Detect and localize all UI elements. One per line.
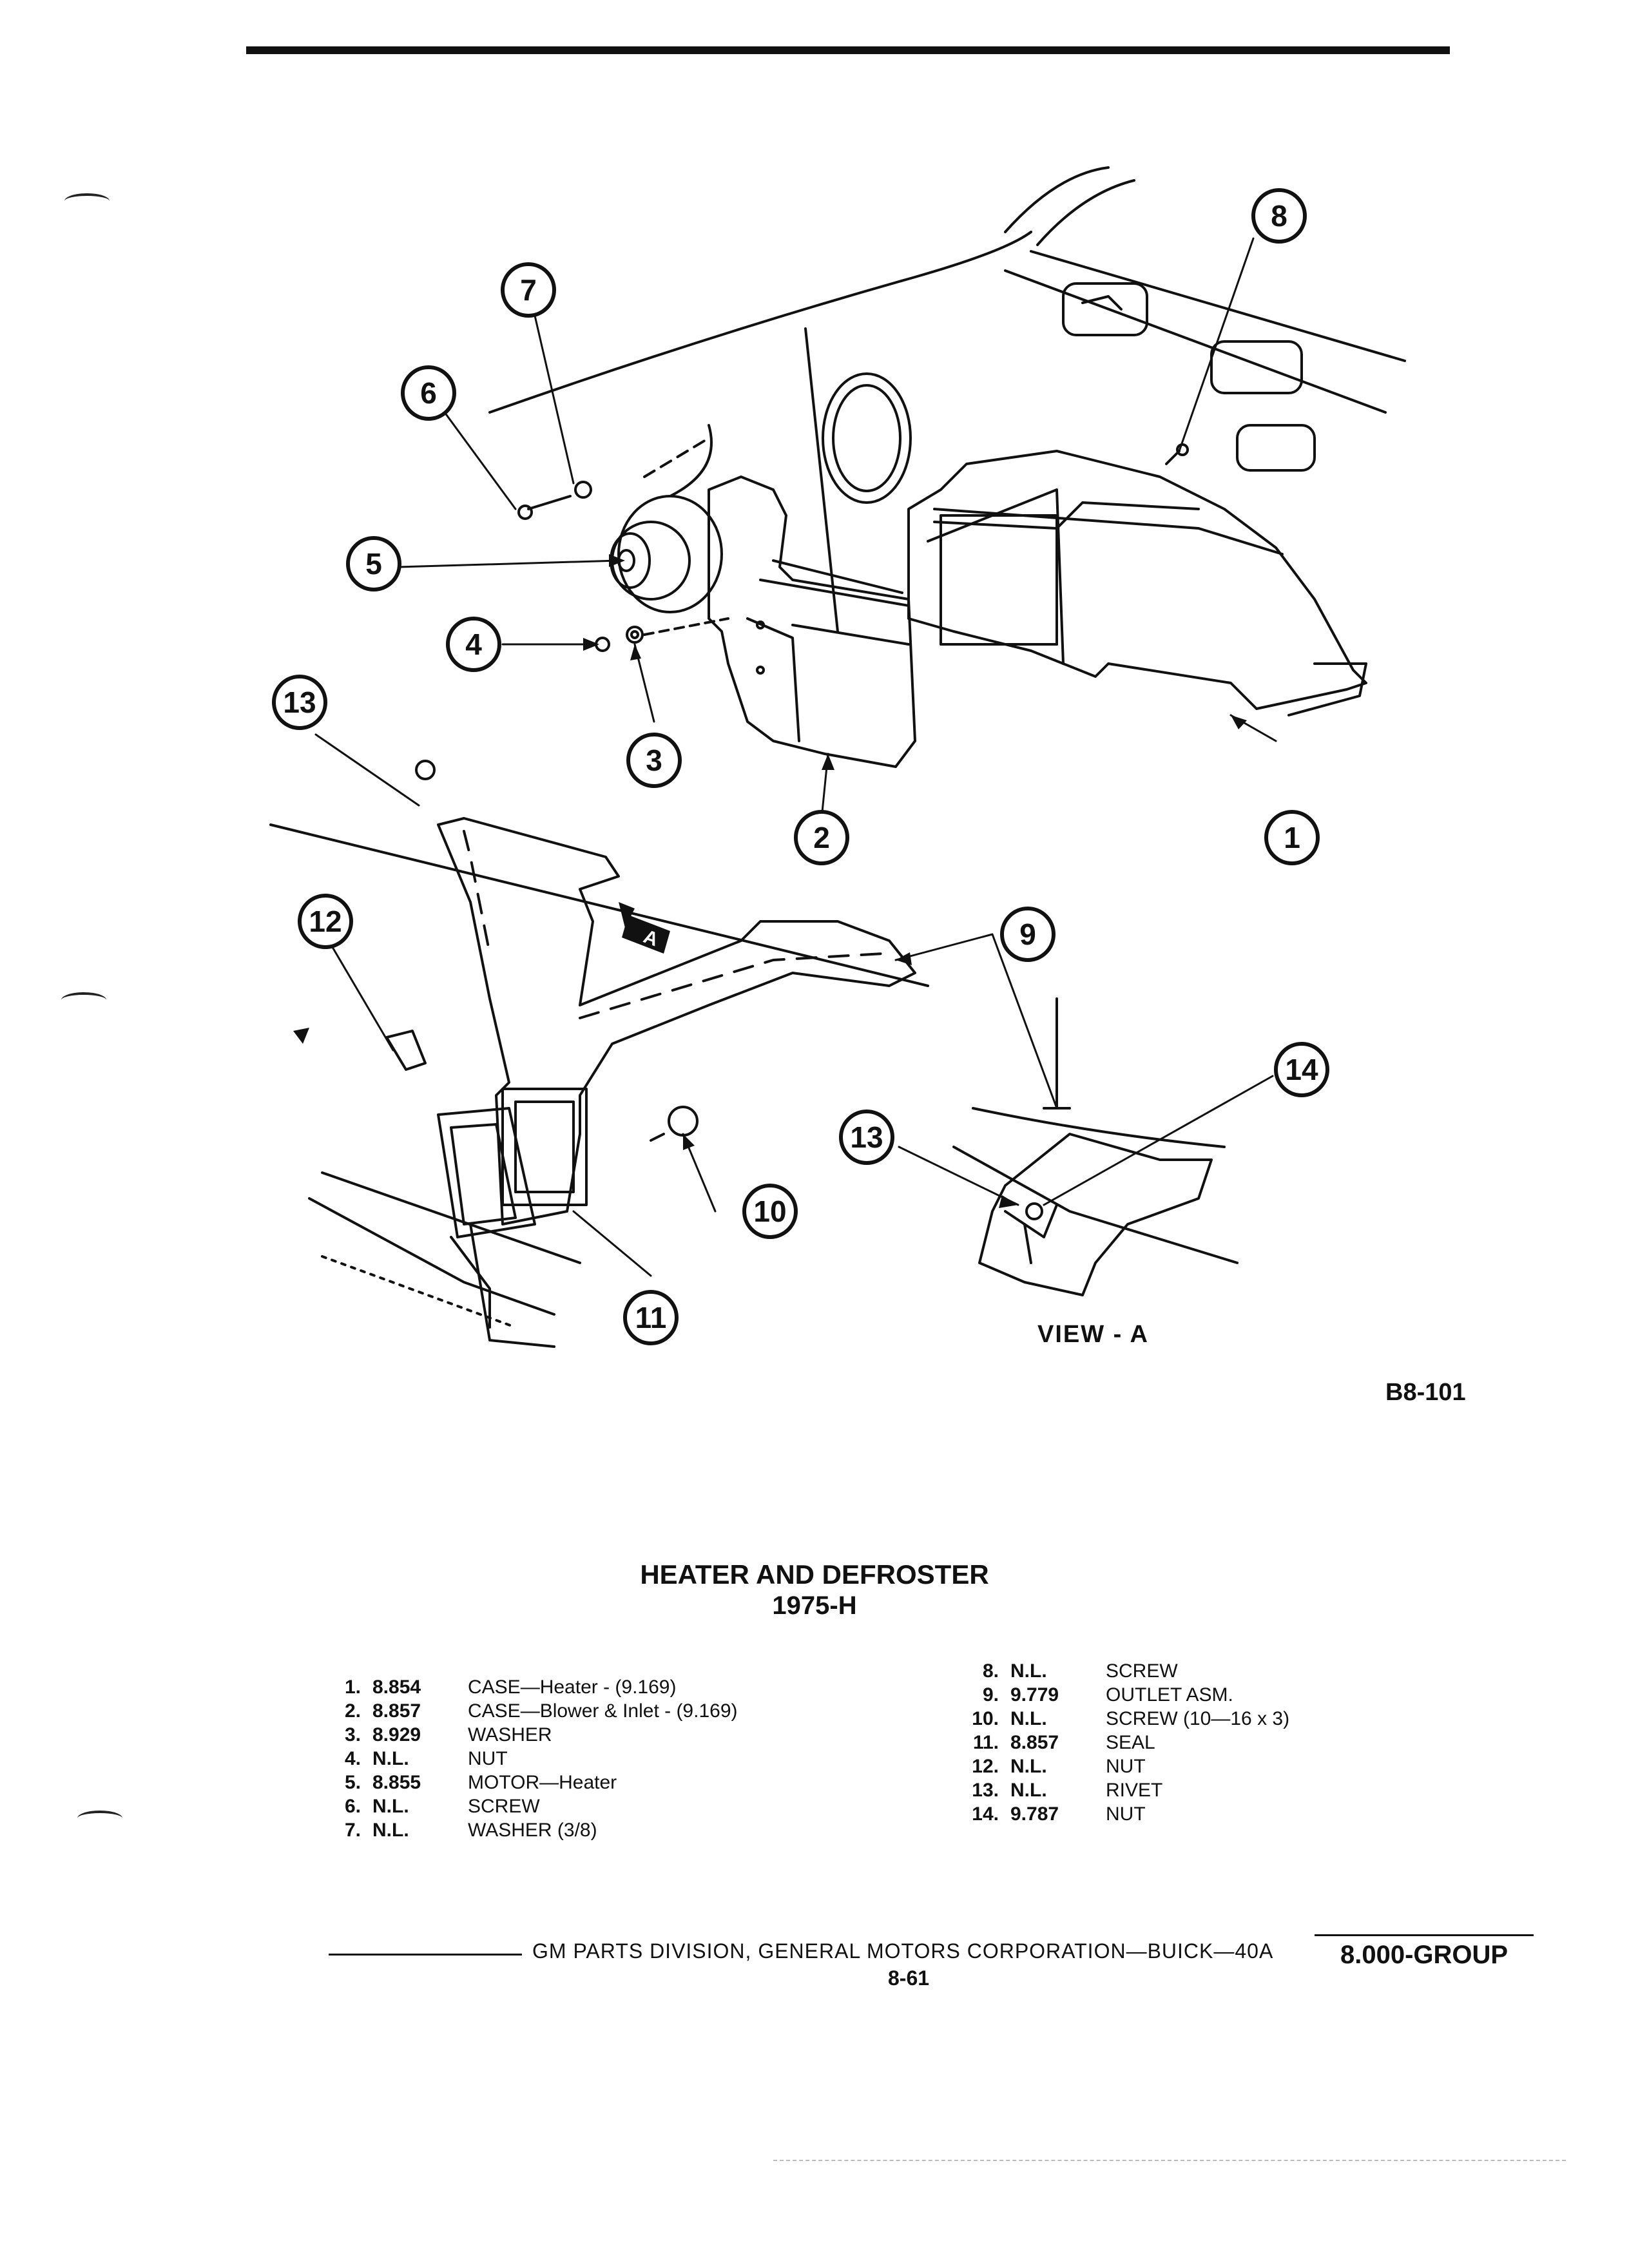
svg-text:10: 10 [753, 1195, 786, 1228]
callout-13: 13 [272, 675, 327, 730]
callout-13-view-a: 13 [839, 1110, 894, 1165]
callout-7: 7 [501, 262, 556, 318]
callout-4: 4 [446, 617, 501, 672]
arrowheads [293, 554, 1247, 1208]
parts-row: 13.N.L.RIVET [972, 1780, 1163, 1801]
parts-row: 10.N.L.SCREW (10—16 x 3) [972, 1708, 1290, 1729]
svg-text:7: 7 [520, 273, 537, 307]
svg-text:12: 12 [309, 905, 342, 938]
svg-text:6: 6 [420, 376, 437, 410]
parts-row: 8.N.L.SCREW [982, 1660, 1178, 1682]
margin-mark [61, 992, 106, 1008]
svg-text:14: 14 [1285, 1053, 1318, 1086]
svg-text:1: 1 [1284, 821, 1300, 854]
leader-lines [314, 237, 1277, 1277]
callout-11: 11 [623, 1290, 679, 1345]
view-a-label: VIEW - A [1037, 1321, 1149, 1348]
callout-10: 10 [742, 1184, 798, 1239]
title-block: HEATER AND DEFROSTER 1975-H [0, 1559, 1629, 1621]
footer-rule [1315, 1934, 1534, 1936]
callout-6: 6 [401, 365, 456, 421]
parts-row: 12.N.L.NUT [972, 1756, 1146, 1777]
callout-1: 1 [1264, 810, 1320, 865]
hardware [517, 443, 1189, 652]
group-label: 8.000-GROUP [1340, 1941, 1509, 1969]
detail-a-marker: A [619, 902, 670, 954]
footer-text: GM PARTS DIVISION, GENERAL MOTORS CORPOR… [532, 1939, 1274, 1963]
scan-edge-line [773, 2160, 1566, 2161]
heater-defroster-diagram: A 1 2 3 4 5 6 7 8 9 10 11 12 13 14 13 [269, 166, 1406, 1348]
svg-text:13: 13 [850, 1120, 883, 1154]
callout-9: 9 [1000, 907, 1055, 962]
callout-2: 2 [794, 810, 849, 865]
page-title: HEATER AND DEFROSTER [640, 1559, 989, 1590]
callout-14: 14 [1274, 1042, 1329, 1097]
margin-mark [64, 193, 110, 209]
cowl-panel [488, 166, 1406, 633]
svg-text:5: 5 [365, 547, 382, 581]
blower-case [610, 424, 916, 768]
svg-text:3: 3 [646, 744, 662, 777]
page-subtitle: 1975-H [772, 1591, 857, 1620]
page-number: 8-61 [888, 1966, 930, 1990]
parts-row: 6.N.L.SCREW [344, 1796, 540, 1817]
parts-row: 4.N.L.NUT [344, 1748, 508, 1769]
callout-12: 12 [298, 894, 353, 949]
svg-text:8: 8 [1271, 199, 1287, 233]
figure-id: B8-101 [1385, 1379, 1466, 1406]
footer-rule [329, 1954, 522, 1956]
callout-8: 8 [1251, 188, 1307, 244]
svg-text:4: 4 [465, 628, 482, 661]
view-a-detail [952, 997, 1239, 1296]
margin-mark [77, 1811, 122, 1826]
svg-text:2: 2 [813, 821, 830, 854]
svg-text:13: 13 [283, 686, 316, 719]
parts-row: 7.N.L.WASHER (3/8) [344, 1820, 597, 1841]
callout-3: 3 [626, 733, 682, 788]
heater-case [907, 450, 1367, 716]
callout-5: 5 [346, 536, 401, 591]
svg-text:9: 9 [1019, 918, 1036, 951]
top-rule [246, 46, 1450, 54]
svg-text:11: 11 [635, 1301, 667, 1334]
